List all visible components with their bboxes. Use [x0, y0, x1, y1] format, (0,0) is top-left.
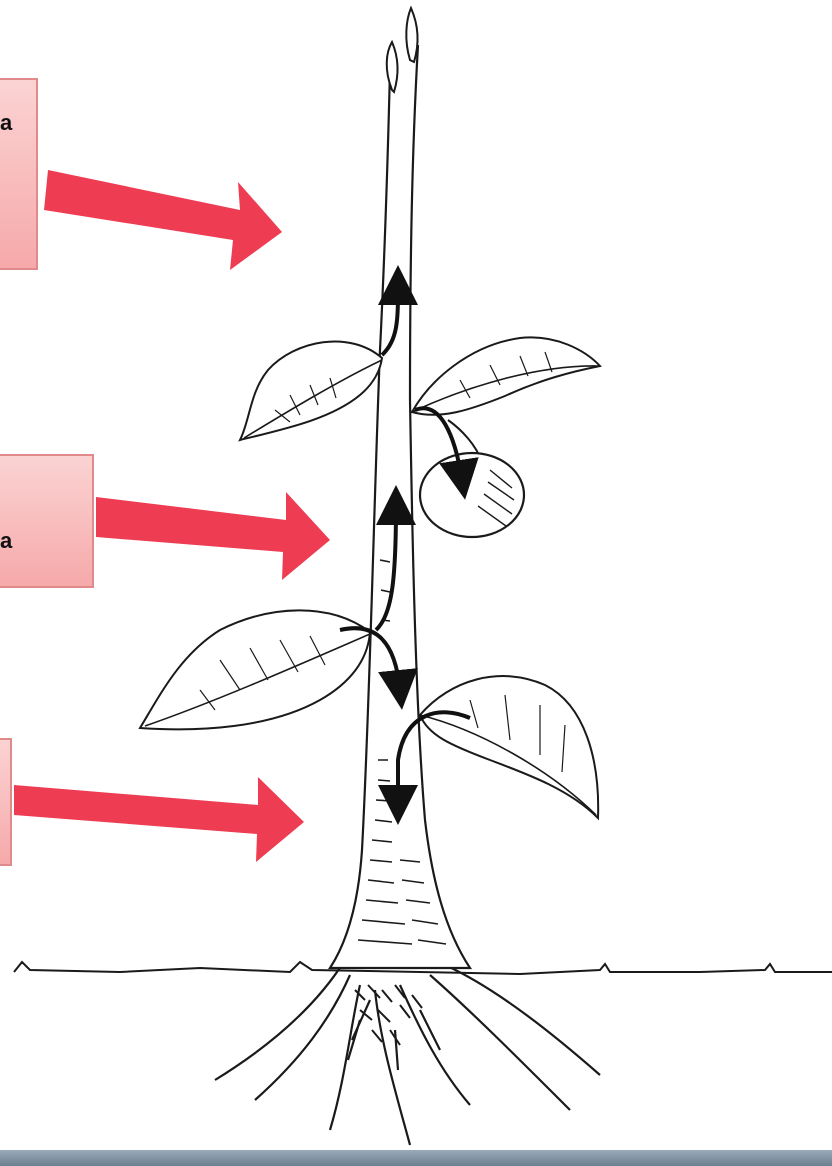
- right-arrow-icon: [44, 170, 282, 270]
- label-top-text: a: [0, 110, 12, 136]
- label-middle-text: a: [0, 528, 12, 554]
- leaf-upper-left: [240, 341, 382, 440]
- top-bud-right: [406, 8, 417, 62]
- leaf-lower-right: [420, 676, 598, 818]
- window-bottom-bar: [0, 1150, 832, 1166]
- leaf-upper-right: [412, 337, 600, 414]
- label-box-bottom: [0, 738, 12, 866]
- root-hatching: [355, 985, 422, 1045]
- fruit: [420, 420, 524, 537]
- roots: [215, 960, 600, 1145]
- top-bud-left: [387, 42, 398, 92]
- label-box-top: a: [0, 78, 38, 270]
- label-box-middle: a: [0, 454, 94, 588]
- right-arrow-icon: [14, 777, 304, 862]
- right-arrow-icon: [96, 492, 330, 580]
- leaf-lower-left: [140, 610, 370, 729]
